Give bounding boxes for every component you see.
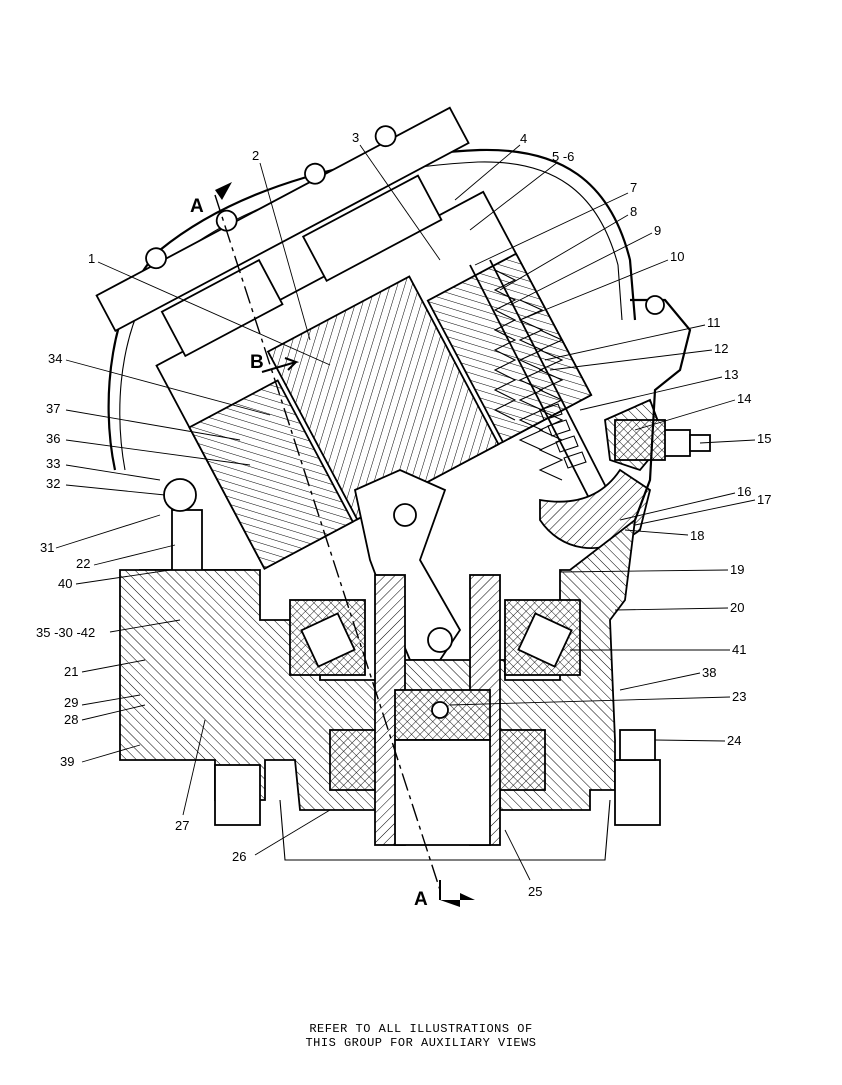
callout-10: 10 [670,249,684,264]
callout-31: 31 [40,540,54,555]
upper-bearings [289,599,581,676]
callout-38: 38 [702,665,716,680]
callout-21: 21 [64,664,78,679]
leader-lines [55,144,756,881]
callout-32: 32 [46,476,60,491]
callout-24: 24 [727,733,741,748]
callout-5-6: 5 -6 [552,149,574,164]
section-arrow-b [261,357,300,373]
callout-37: 37 [46,401,60,416]
callout-29: 29 [64,695,78,710]
section-mark-a-top: A [190,196,204,217]
drive-link [353,469,462,661]
fitting [614,419,711,461]
callout-19: 19 [730,562,744,577]
callout-11: 11 [707,315,721,330]
callout-25: 25 [528,884,542,899]
callout-34: 34 [48,351,62,366]
callout-17: 17 [757,492,771,507]
callout-13: 13 [724,367,738,382]
callout-28: 28 [64,712,78,727]
spring-stack [493,269,564,481]
valve-plate [95,106,470,333]
callout-2: 2 [252,148,259,163]
callout-33: 33 [46,456,60,471]
callout-27: 27 [175,818,189,833]
section-line-a [214,182,475,907]
callout-labels: 1 2 3 4 5 -6 7 8 9 10 11 12 13 14 15 16 … [36,130,771,899]
cylinder-block [155,174,593,570]
callout-40: 40 [58,576,72,591]
footer-note-line2: THIS GROUP FOR AUXILIARY VIEWS [305,1036,537,1050]
callout-16: 16 [737,484,751,499]
callout-14: 14 [737,391,751,406]
callout-23: 23 [732,689,746,704]
output-shaft [374,574,501,846]
callout-12: 12 [714,341,728,356]
callout-35-30-42: 35 -30 -42 [36,625,95,640]
callout-22: 22 [76,556,90,571]
callout-15: 15 [757,431,771,446]
callout-36: 36 [46,431,60,446]
section-mark-b: B [250,352,264,373]
callout-26: 26 [232,849,246,864]
callout-3: 3 [352,130,359,145]
callout-9: 9 [654,223,661,238]
callout-41: 41 [732,642,746,657]
right-housing [630,295,692,521]
callout-4: 4 [520,131,527,146]
callout-8: 8 [630,204,637,219]
footer-note-line1: REFER TO ALL ILLUSTRATIONS OF [309,1022,533,1036]
callout-39: 39 [60,754,74,769]
section-mark-a-bottom: A [414,889,428,910]
callout-1: 1 [88,251,95,266]
spring-rod [469,259,611,501]
callout-18: 18 [690,528,704,543]
callout-20: 20 [730,600,744,615]
lower-bearings [329,729,546,791]
callout-7: 7 [630,180,637,195]
